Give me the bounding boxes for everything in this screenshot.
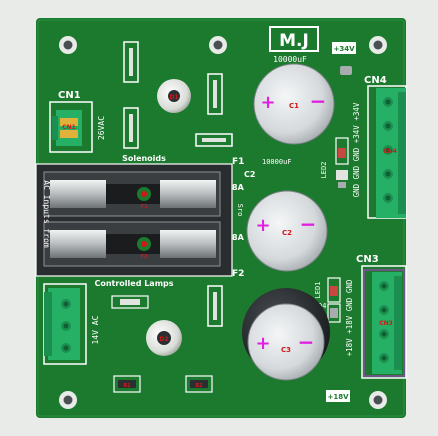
cn3-pin-labels: +18V +18V GND GND xyxy=(345,279,354,356)
svg-text:+: + xyxy=(255,333,270,354)
mounting-hole-icon xyxy=(209,36,227,54)
resistor-horizontal xyxy=(195,133,233,147)
plus34-label: +34V xyxy=(333,45,355,53)
svg-text:R1: R1 xyxy=(123,383,131,389)
cn4-pin-labels: GND GND GND +34V +34V xyxy=(352,102,361,197)
svg-text:+: + xyxy=(260,92,275,113)
vac26-label: 26VAC xyxy=(97,116,106,140)
screw-terminal-icon: CN4 xyxy=(376,88,406,218)
mounting-hole-icon xyxy=(369,391,387,409)
led2-label: LED2 xyxy=(320,162,328,179)
svg-text:C2: C2 xyxy=(282,229,292,237)
brand-label: M.J xyxy=(279,31,309,51)
svg-text:−: − xyxy=(298,330,315,354)
cap-value-mid: 10000uF xyxy=(262,158,292,166)
cn3-label: CN3 xyxy=(356,254,379,265)
rating-bottom: 8A xyxy=(232,233,245,242)
svg-text:−: − xyxy=(300,212,317,236)
electrolytic-capacitor-icon: + − C3 xyxy=(242,288,330,381)
screw-terminal-icon: CN3 xyxy=(372,272,402,374)
mounting-hole-icon xyxy=(369,36,387,54)
svg-text:C1: C1 xyxy=(289,102,299,110)
screw-terminal-icon: CN1 xyxy=(52,110,82,146)
screw-terminal-icon xyxy=(44,288,80,360)
fuse-holder-icon: F1 xyxy=(43,171,221,217)
svg-text:C3: C3 xyxy=(281,346,291,354)
solenoids-label: Solenoids xyxy=(122,154,166,163)
d4-label: D4 xyxy=(318,302,326,310)
post-connector-top: D1 xyxy=(157,79,191,113)
rating-top: 8A xyxy=(232,183,245,192)
cn1-label: CN1 xyxy=(58,90,81,101)
resistor-top-right xyxy=(207,73,223,115)
smd-part: R1 xyxy=(113,375,141,393)
mounting-hole-icon xyxy=(59,36,77,54)
svg-text:CN4: CN4 xyxy=(383,148,397,155)
fuse-holder-icon: F2 xyxy=(43,221,221,267)
electrolytic-capacitor-icon: + − C2 xyxy=(246,190,328,272)
controlled-lamps-label: Controlled Lamps xyxy=(94,279,173,288)
smd-part: R2 xyxy=(185,375,213,393)
svg-text:F2: F2 xyxy=(141,254,148,260)
post-connector-bottom: D2 xyxy=(146,320,182,356)
plus18-label: +18V xyxy=(327,393,349,401)
svg-text:D2: D2 xyxy=(159,336,168,343)
sro-label: Sro xyxy=(236,204,244,217)
resistor-bottom-right xyxy=(207,285,223,327)
f1-label: F1 xyxy=(232,157,244,167)
svg-text:CN1: CN1 xyxy=(62,124,76,131)
svg-text:F1: F1 xyxy=(141,204,148,210)
svg-text:CN3: CN3 xyxy=(379,320,393,327)
c2-label: C2 xyxy=(244,170,255,179)
f2-label: F2 xyxy=(232,269,244,279)
svg-text:R2: R2 xyxy=(195,383,203,389)
resistor-top xyxy=(123,41,139,83)
mounting-hole-icon xyxy=(59,391,77,409)
ac-inputs-label: AC Inputs from xyxy=(42,180,51,248)
svg-text:−: − xyxy=(310,89,327,113)
resistor-left xyxy=(123,107,139,149)
electrolytic-capacitor-icon: + − C1 xyxy=(253,63,335,145)
cn4-label: CN4 xyxy=(364,75,387,86)
svg-text:D1: D1 xyxy=(169,94,178,101)
vac14-label: 14V AC xyxy=(91,315,100,344)
cap-value-top: 10000uF xyxy=(273,55,307,64)
svg-text:+: + xyxy=(255,215,270,236)
led1-label: LED1 xyxy=(314,282,322,299)
